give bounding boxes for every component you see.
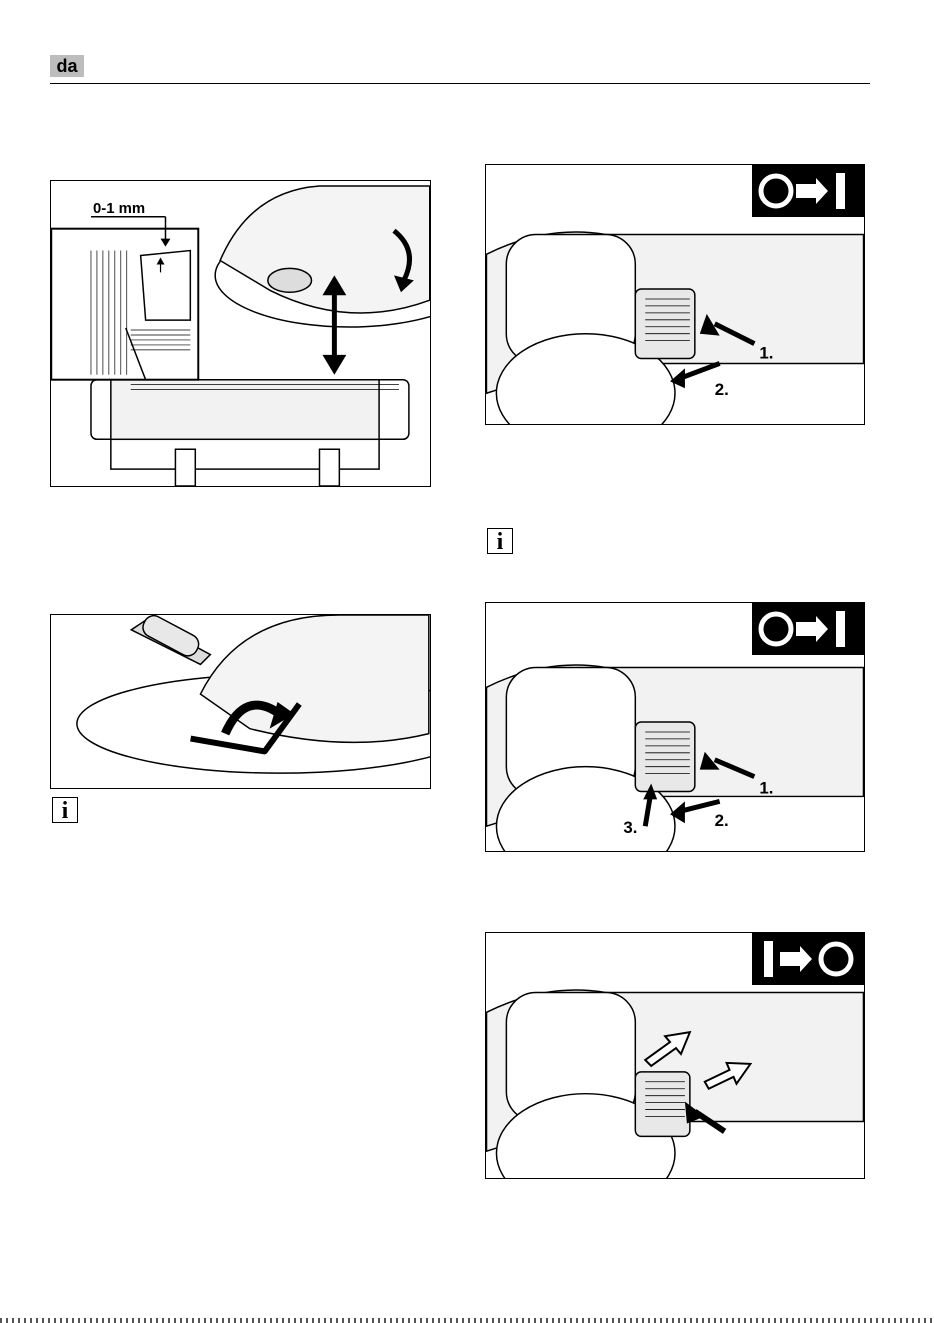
off-to-on-symbol: [752, 603, 864, 655]
step-1-label: 1.: [759, 778, 773, 797]
gap-label: 0-1 mm: [93, 201, 145, 217]
language-badge: da: [50, 55, 84, 77]
step-2-label: 2.: [715, 380, 729, 399]
guard-gap-illustration: 0-1 mm: [51, 181, 430, 486]
figure-switch-on: 1. 2.: [485, 164, 865, 425]
figure-switch-on-lock: 1. 2. 3.: [485, 602, 865, 852]
step-2-label: 2.: [715, 811, 729, 830]
step-1-label: 1.: [759, 344, 773, 363]
figure-switch-off: [485, 932, 865, 1179]
info-icon: i: [52, 797, 78, 823]
on-to-off-symbol: [752, 933, 864, 985]
figure-guard-gap: 0-1 mm: [50, 180, 431, 487]
info-icon: i: [487, 528, 513, 554]
step-3-label: 3.: [623, 818, 637, 837]
header-rule: [50, 83, 870, 84]
figure-hex-key: [50, 614, 431, 789]
hex-key-illustration: [51, 615, 430, 788]
page-bottom-edge: [0, 1318, 934, 1323]
off-to-on-symbol: [752, 165, 864, 217]
